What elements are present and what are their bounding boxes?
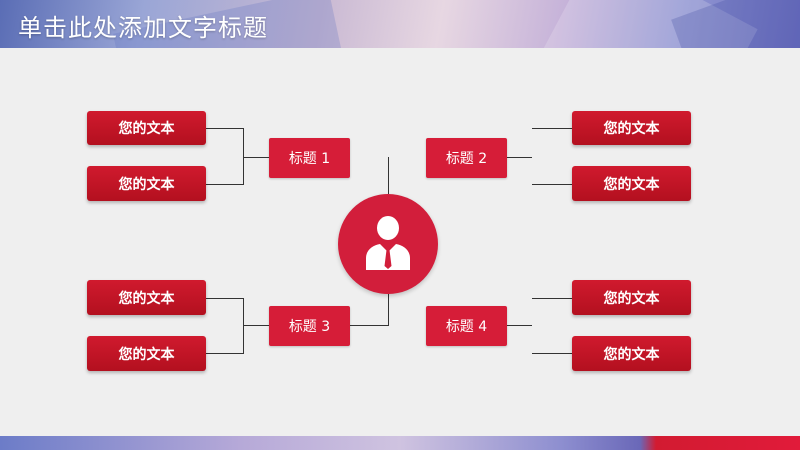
connector-line <box>206 184 243 185</box>
connector-line <box>243 325 269 326</box>
connector-line <box>206 353 243 354</box>
connector-line <box>507 325 532 326</box>
text-box-top-left-1[interactable]: 您的文本 <box>87 111 206 145</box>
connector-line <box>243 298 244 354</box>
connector-line <box>206 128 243 129</box>
header-banner: 单击此处添加文字标题 <box>0 0 800 48</box>
text-box-top-right-1[interactable]: 您的文本 <box>572 111 691 145</box>
connector-line <box>388 157 389 194</box>
connector-line <box>532 184 572 185</box>
heading-box-1[interactable]: 标题 1 <box>269 138 350 178</box>
connector-line <box>206 298 243 299</box>
slide-title[interactable]: 单击此处添加文字标题 <box>18 14 268 42</box>
connector-line <box>243 157 269 158</box>
connector-line <box>350 325 389 326</box>
connector-line <box>532 128 572 129</box>
text-box-bottom-right-1[interactable]: 您的文本 <box>572 280 691 315</box>
heading-box-4[interactable]: 标题 4 <box>426 306 507 346</box>
center-circle[interactable] <box>338 194 438 294</box>
text-box-bottom-left-2[interactable]: 您的文本 <box>87 336 206 371</box>
text-box-top-right-2[interactable]: 您的文本 <box>572 166 691 201</box>
connector-line <box>243 128 244 185</box>
connector-line <box>507 157 532 158</box>
text-box-top-left-2[interactable]: 您的文本 <box>87 166 206 201</box>
footer-banner <box>0 436 800 450</box>
connector-line <box>532 298 572 299</box>
connector-line <box>532 353 572 354</box>
heading-box-2[interactable]: 标题 2 <box>426 138 507 178</box>
connector-line <box>388 294 389 326</box>
text-box-bottom-left-1[interactable]: 您的文本 <box>87 280 206 315</box>
heading-box-3[interactable]: 标题 3 <box>269 306 350 346</box>
person-icon <box>366 216 410 270</box>
text-box-bottom-right-2[interactable]: 您的文本 <box>572 336 691 371</box>
